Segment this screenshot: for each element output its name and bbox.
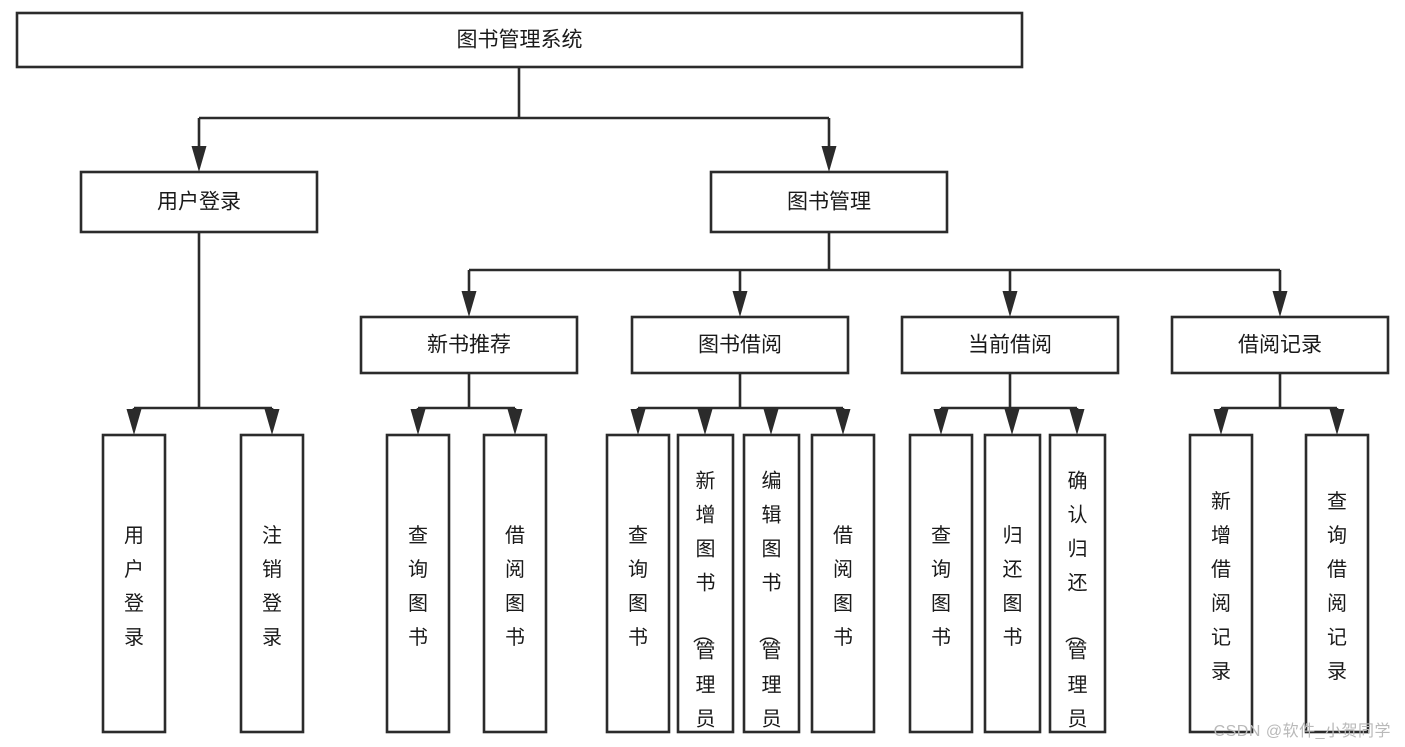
leaf-label: 编辑图书（管理员） [757, 470, 782, 747]
leaf-node-3-借阅图书[interactable]: 借阅图书 [482, 433, 548, 734]
node-label: 用户登录 [157, 191, 241, 214]
arrow-head-icon [264, 409, 280, 435]
connector-root_to_level2 [191, 67, 837, 172]
connector-user_login_to_leaves [126, 232, 280, 435]
arrow-head-icon [1329, 409, 1345, 435]
leaf-node-6-编辑图书-管理员[interactable]: 编辑图书（管理员） [742, 433, 801, 747]
connector-borrow_record_to_leaves [1213, 373, 1345, 435]
node-new_book[interactable]: 新书推荐 [359, 315, 579, 375]
arrow-head-icon [933, 409, 949, 435]
leaf-node-10-确认归还-管理员[interactable]: 确认归还（管理员） [1048, 433, 1107, 747]
arrow-head-icon [126, 409, 142, 435]
node-box[interactable] [630, 315, 850, 375]
node-current_borrow[interactable]: 当前借阅 [900, 315, 1120, 375]
leaf-box[interactable] [1048, 433, 1107, 734]
leaf-node-4-查询图书[interactable]: 查询图书 [605, 433, 671, 734]
node-book_manage[interactable]: 图书管理 [709, 170, 949, 234]
node-box[interactable] [79, 170, 319, 234]
arrow-head-icon [1004, 409, 1020, 435]
leaf-box[interactable] [1304, 433, 1370, 734]
arrow-head-icon [1272, 291, 1288, 317]
connector-new_book_to_leaves [410, 373, 523, 435]
arrow-head-icon [835, 409, 851, 435]
arrow-head-icon [732, 291, 748, 317]
leaf-label: 确认归还（管理员） [1063, 470, 1088, 747]
arrow-head-icon [1069, 409, 1085, 435]
arrow-head-icon [763, 409, 779, 435]
node-box[interactable] [900, 315, 1120, 375]
leaf-label: 查询图书 [931, 524, 951, 649]
leaf-node-2-查询图书[interactable]: 查询图书 [385, 433, 451, 734]
node-borrow_book[interactable]: 图书借阅 [630, 315, 850, 375]
leaf-box[interactable] [385, 433, 451, 734]
arrow-head-icon [697, 409, 713, 435]
leaf-box[interactable] [983, 433, 1042, 734]
node-label: 新书推荐 [427, 334, 511, 357]
node-box[interactable] [1170, 315, 1390, 375]
leaf-box[interactable] [908, 433, 974, 734]
node-label: 当前借阅 [968, 334, 1052, 357]
arrow-head-icon [630, 409, 646, 435]
leaf-node-8-查询图书[interactable]: 查询图书 [908, 433, 974, 734]
arrow-head-icon [1213, 409, 1229, 435]
node-label: 图书管理 [787, 191, 871, 214]
leaf-label: 借阅图书 [505, 524, 525, 649]
leaf-box[interactable] [482, 433, 548, 734]
node-user_login[interactable]: 用户登录 [79, 170, 319, 234]
leaf-box[interactable] [239, 433, 305, 734]
leaf-node-7-借阅图书[interactable]: 借阅图书 [810, 433, 876, 734]
leaf-label: 新增图书（管理员） [691, 470, 716, 747]
leaf-label: 查询图书 [408, 524, 428, 649]
arrow-head-icon [410, 409, 426, 435]
leaf-node-0-用户登录[interactable]: 用户登录 [101, 433, 167, 734]
connector-book_manage_to_level3 [461, 232, 1288, 317]
leaf-node-1-注销登录[interactable]: 注销登录 [239, 433, 305, 734]
leaf-node-9-归还图书[interactable]: 归还图书 [983, 433, 1042, 734]
arrow-head-icon [461, 291, 477, 317]
leaf-label: 归还图书 [1003, 524, 1023, 649]
leaf-label: 借阅图书 [833, 524, 853, 649]
connector-current_borrow_to_leaves [933, 373, 1085, 435]
leaf-box[interactable] [605, 433, 671, 734]
node-box[interactable] [15, 11, 1024, 69]
arrow-head-icon [191, 146, 207, 172]
leaf-node-12-查询借阅记录[interactable]: 查询借阅记录 [1304, 433, 1370, 734]
arrow-head-icon [507, 409, 523, 435]
leaf-label: 用户登录 [124, 525, 144, 649]
leaf-box[interactable] [742, 433, 801, 734]
leaf-label: 注销登录 [262, 524, 282, 649]
arrow-head-icon [1002, 291, 1018, 317]
node-box[interactable] [359, 315, 579, 375]
node-label: 图书借阅 [698, 334, 782, 357]
connectors-layer [126, 67, 1345, 435]
node-label: 借阅记录 [1238, 334, 1322, 357]
leaf-box[interactable] [810, 433, 876, 734]
node-borrow_record[interactable]: 借阅记录 [1170, 315, 1390, 375]
leaf-label: 查询图书 [628, 524, 648, 649]
node-label: 图书管理系统 [457, 29, 583, 52]
arrow-head-icon [821, 146, 837, 172]
leaf-label: 新增借阅记录 [1211, 490, 1231, 683]
leaf-box[interactable] [676, 433, 735, 734]
node-root[interactable]: 图书管理系统 [15, 11, 1024, 69]
leaves-layer: 用户登录 注销登录 查询图书 借阅图书 查询图书 新增图书（管理员） 编辑图书（管理员） 借阅… [101, 433, 1370, 747]
node-box[interactable] [709, 170, 949, 234]
leaf-node-5-新增图书-管理员[interactable]: 新增图书（管理员） [676, 433, 735, 747]
leaf-node-11-新增借阅记录[interactable]: 新增借阅记录 [1188, 433, 1254, 734]
leaf-box[interactable] [101, 433, 167, 734]
leaf-label: 查询借阅记录 [1327, 490, 1347, 683]
connector-borrow_book_to_leaves [630, 373, 851, 435]
leaf-box[interactable] [1188, 433, 1254, 734]
